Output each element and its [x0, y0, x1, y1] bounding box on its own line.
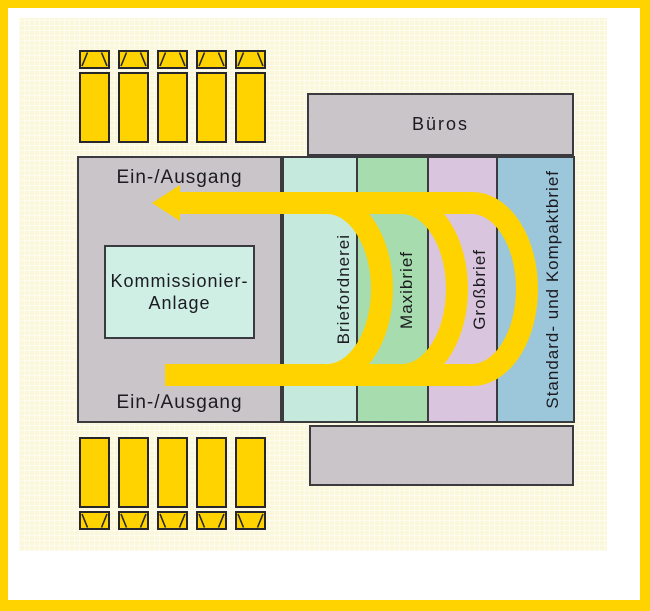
truck-body [235, 72, 266, 143]
truck-row-top [79, 50, 266, 143]
truck-body [79, 72, 110, 143]
truck-body [235, 437, 266, 508]
truck-body [157, 72, 188, 143]
column-maxibrief: Maxibrief [355, 158, 428, 421]
column-briefordnerei: Briefordnerei [284, 158, 356, 421]
kommissionier-label-line1: Kommissionier- [110, 270, 249, 291]
bottom-hall-box [309, 425, 574, 486]
bueros-box: Büros [307, 93, 574, 156]
truck-cab-icon [196, 511, 227, 530]
bueros-label: Büros [411, 114, 470, 134]
truck-cab-icon [79, 511, 110, 530]
truck-icon [79, 437, 110, 530]
column-standard-kompaktbrief: Standard- und Kompaktbrief [496, 158, 573, 421]
truck-icon [157, 437, 188, 530]
io-label-top: Ein-/Ausgang [116, 167, 243, 188]
truck-body [157, 437, 188, 508]
truck-cab-icon [235, 511, 266, 530]
truck-row-bottom [79, 437, 266, 530]
io-hall-box: Ein-/Ausgang Kommissionier- Anlage Ein-/… [77, 156, 282, 423]
truck-body [196, 72, 227, 143]
truck-cab-icon [157, 50, 188, 69]
sorting-columns: Briefordnerei Maxibrief Großbrief Standa… [282, 156, 575, 423]
truck-icon [118, 437, 149, 530]
truck-cab-icon [118, 50, 149, 69]
column-label-briefordnerei: Briefordnerei [333, 234, 353, 345]
truck-icon [196, 50, 227, 143]
column-label-grossbrief: Großbrief [470, 249, 490, 330]
truck-icon [235, 437, 266, 530]
truck-cab-icon [79, 50, 110, 69]
io-label-bottom: Ein-/Ausgang [116, 392, 243, 413]
truck-icon [196, 437, 227, 530]
truck-cab-icon [196, 50, 227, 69]
column-label-maxibrief: Maxibrief [397, 250, 417, 329]
truck-cab-icon [235, 50, 266, 69]
truck-body [118, 72, 149, 143]
truck-body [196, 437, 227, 508]
truck-icon [235, 50, 266, 143]
truck-body [118, 437, 149, 508]
kommissionier-box: Kommissionier- Anlage [104, 245, 255, 339]
truck-cab-icon [118, 511, 149, 530]
truck-icon [157, 50, 188, 143]
truck-icon [79, 50, 110, 143]
kommissionier-label-line2: Anlage [148, 293, 211, 313]
column-label-standard-kompaktbrief: Standard- und Kompaktbrief [543, 170, 562, 409]
truck-icon [118, 50, 149, 143]
truck-cab-icon [157, 511, 188, 530]
truck-body [79, 437, 110, 508]
column-grossbrief: Großbrief [427, 158, 497, 421]
